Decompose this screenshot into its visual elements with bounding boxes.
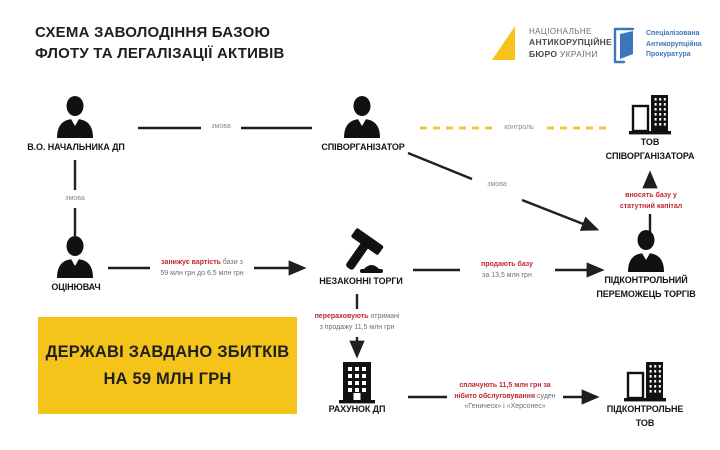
person-icon [623,230,669,272]
sap-logo: Спеціалізована Антикорупційна Прокуратур… [609,25,702,65]
damage-banner-line1: ДЕРЖАВІ ЗАВДАНО ЗБИТКІВ [45,343,290,362]
gavel-icon [334,228,386,274]
node-label-rakhunok-dp: РАХУНОК ДП [328,404,386,414]
node-label-pidkontrolnyi-peremozhets: ПІДКОНТРОЛЬНИЙ ПЕРЕМОЖЕЦЬ ТОРГІВ [596,275,696,299]
nabu-wedge-icon [492,26,515,60]
edge-label-splachuyut: сплачують 11,5 млн грн за нібито обслуго… [451,381,559,413]
node-label-otsinyuvach: ОЦІНЮВАЧ [51,282,101,292]
edge-label-pererakhovuyut: перераховують отримані з продажу 11,5 мл… [311,312,403,333]
city-buildings-icon [622,360,668,402]
page-title-line1: СХЕМА ЗАВОЛОДІННЯ БАЗОЮ [35,24,271,41]
person-icon [52,96,98,138]
person-icon [52,236,98,278]
edge-label-zanyzhuye: занижує вартість бази з 59 млн грн до 6,… [157,258,247,279]
city-buildings-icon [627,93,673,135]
edge-label-kontrol: контроль [501,123,537,134]
person-icon [339,96,385,138]
edge-label-prodayut: продають базу за 13,5 млн грн [477,260,537,281]
page-title-line2: ФЛОТУ ТА ЛЕГАЛІЗАЦІЇ АКТИВІВ [35,45,285,62]
node-label-pidkontrolne-tov: ПІДКОНТРОЛЬНЕ ТОВ [606,404,684,428]
edge-label-zmova-diag: змова [484,180,510,191]
nabu-logo-text: НАЦІОНАЛЬНЕ АНТИКОРУПЦІЙНЕ БЮРО УКРАЇНИ [529,26,613,59]
damage-banner-line2: НА 59 МЛН ГРН [103,369,232,388]
edge-label-zmova-left: змова [62,194,88,205]
nabu-logo: НАЦІОНАЛЬНЕ АНТИКОРУПЦІЙНЕ БЮРО УКРАЇНИ [489,23,612,63]
page-title: СХЕМА ЗАВОЛОДІННЯ БАЗОЮ ФЛОТУ ТА ЛЕГАЛІЗ… [35,22,285,64]
node-label-tov-spivorganizatora: ТОВ СПІВОРГАНІЗАТОРА [605,137,695,161]
sap-shield-icon [613,27,635,64]
node-label-spivorganizator: СПІВОРГАНІЗАТОР [321,142,405,152]
node-label-nezakonni-torgy: НЕЗАКОННІ ТОРГИ [319,276,403,286]
damage-banner: ДЕРЖАВІ ЗАВДАНО ЗБИТКІВ НА 59 МЛН ГРН [38,317,297,414]
edge-label-zmova-top: змова [208,122,234,133]
node-label-vo-nachalnyka-dp: В.О. НАЧАЛЬНИКА ДП [27,142,125,152]
sap-logo-text: Спеціалізована Антикорупційна Прокуратур… [646,30,702,59]
bank-building-icon [334,360,380,404]
edge-label-vnosyat: вносять базу у статутний капітал [616,191,686,212]
